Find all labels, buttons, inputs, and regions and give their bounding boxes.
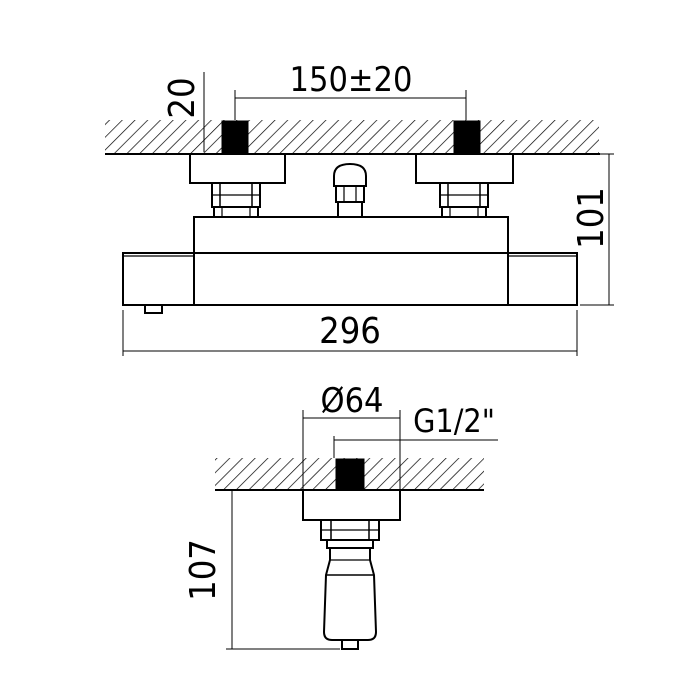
dim-depth-label: 107 [183, 539, 224, 601]
side-bottom-outlet [341, 639, 359, 650]
dim-width: 296 [122, 310, 578, 356]
bottom-outlet [144, 304, 163, 314]
dim-diameter-label: Ø64 [321, 381, 384, 421]
right-escutcheon [415, 153, 514, 184]
front-view: 20 150±20 101 296 [105, 60, 614, 356]
side-body [322, 547, 378, 641]
mixer-body [122, 216, 578, 306]
left-inlet-pipe [221, 120, 249, 154]
dim-width-label: 296 [319, 311, 381, 352]
dim-height-label: 101 [571, 187, 612, 249]
dim-spacing-label: 150±20 [290, 60, 413, 100]
dim-thread: G1/2" [333, 402, 498, 458]
dim-diameter: Ø64 [302, 381, 401, 490]
dim-top-offset-label: 20 [162, 77, 203, 118]
dim-top-offset: 20 [162, 72, 205, 152]
left-connector-nut [211, 182, 261, 218]
right-inlet-pipe [453, 120, 481, 154]
left-escutcheon [189, 153, 286, 184]
dim-height: 101 [571, 153, 614, 306]
side-connector-nut [320, 519, 380, 549]
dim-depth: 107 [183, 489, 340, 650]
side-inlet-pipe [335, 458, 365, 490]
dim-thread-label: G1/2" [413, 402, 495, 440]
dim-spacing: 150±20 [234, 60, 467, 120]
wall-hatching [105, 120, 600, 155]
right-connector-nut [439, 182, 489, 218]
side-escutcheon [302, 489, 401, 521]
outlet-knob [333, 162, 367, 218]
side-view: Ø64 G1/2" 107 [183, 381, 498, 650]
